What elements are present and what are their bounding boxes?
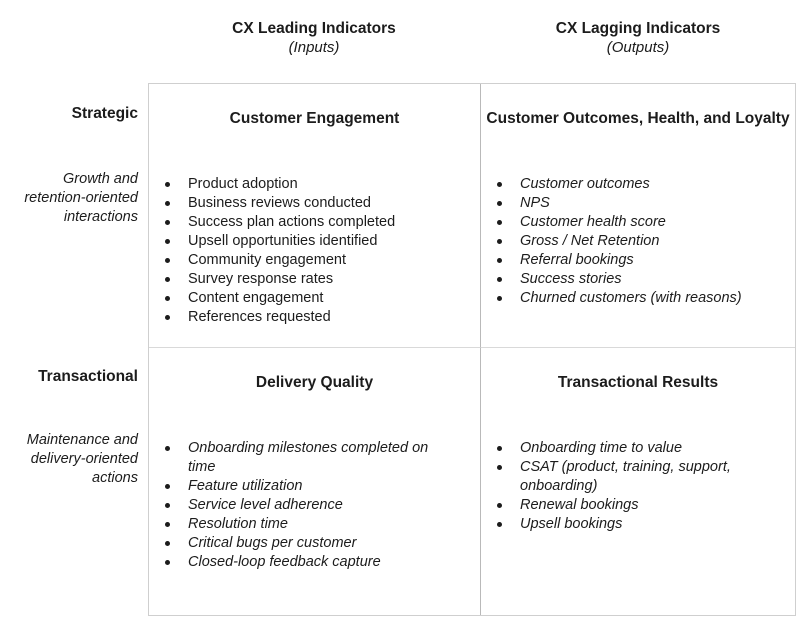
row-header-strategic: Strategic [71,105,138,122]
list-item: Business reviews conducted [149,194,458,213]
list-item: Customer health score [481,213,773,232]
list-item: Renewal bookings [481,496,773,515]
list-item: Content engagement [149,289,458,308]
quadrant-title: Transactional Results [557,374,719,391]
row-header-strategic-description: Growth and retention-oriented interactio… [24,171,138,225]
column-header-leading-title: CX Leading Indicators [232,20,396,37]
list-item: Success stories [481,270,773,289]
list-item: Service level adherence [149,496,458,515]
row-header-transactional-description: Maintenance and delivery-oriented action… [26,432,138,486]
list-item: CSAT (product, training, support, onboar… [481,458,773,496]
list-item: Upsell bookings [481,515,773,534]
list-item: Referral bookings [481,251,773,270]
quadrant-title: Customer Engagement [229,110,400,127]
quadrant-transactional-results: Transactional Results Onboarding time to… [481,348,795,615]
list-item: Feature utilization [149,477,458,496]
list-item: Onboarding time to value [481,439,773,458]
list-item: Churned customers (with reasons) [481,289,773,308]
list-item: References requested [149,308,458,327]
quadrant-customer-outcomes: Customer Outcomes, Health, and Loyalty C… [481,84,795,348]
row-header-transactional: Transactional [38,368,138,385]
column-header-lagging-title: CX Lagging Indicators [555,20,721,37]
list-item: Product adoption [149,175,458,194]
list-item: Success plan actions completed [149,213,458,232]
list-item: Survey response rates [149,270,458,289]
column-header-leading-subtitle: (Inputs) [288,39,340,56]
list-item: Closed-loop feedback capture [149,553,458,572]
quadrant-title: Delivery Quality [255,374,374,391]
quadrant-title: Customer Outcomes, Health, and Loyalty [486,110,790,127]
quadrant-delivery-quality: Delivery Quality Onboarding milestones c… [149,348,481,615]
list-item: Upsell opportunities identified [149,232,458,251]
list-item: Resolution time [149,515,458,534]
list-item: Critical bugs per customer [149,534,458,553]
list-item: Customer outcomes [481,175,773,194]
list-item: Community engagement [149,251,458,270]
column-header-lagging: CX Lagging Indicators (Outputs) [480,19,796,57]
list-item: Gross / Net Retention [481,232,773,251]
column-header-lagging-subtitle: (Outputs) [606,39,670,56]
column-header-leading: CX Leading Indicators (Inputs) [148,19,480,57]
list-item: Onboarding milestones completed on time [149,439,458,477]
list-item: NPS [481,194,773,213]
